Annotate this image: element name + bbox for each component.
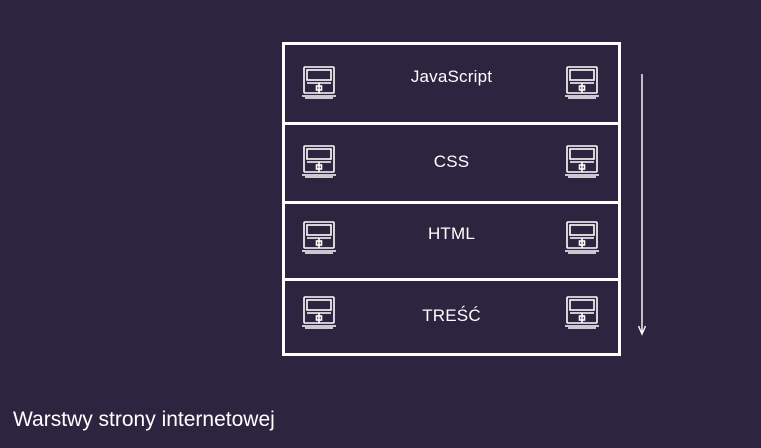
layer-css: CSS <box>285 122 618 201</box>
layer-label: JavaScript <box>410 67 493 86</box>
layer-javascript: JavaScript <box>285 45 618 122</box>
layer-content: TREŚĆ <box>285 278 618 353</box>
computer-icon <box>565 144 599 180</box>
computer-icon <box>302 144 336 180</box>
layer-label: CSS <box>433 152 470 171</box>
layer-label: TREŚĆ <box>422 306 481 325</box>
computer-icon <box>565 295 599 331</box>
computer-icon <box>302 295 336 331</box>
computer-icon <box>565 220 599 256</box>
layer-html: HTML <box>285 201 618 278</box>
down-arrow-icon <box>636 74 648 338</box>
computer-icon <box>302 220 336 256</box>
layer-label: HTML <box>427 224 476 243</box>
slide-caption: Warstwy strony internetowej <box>13 408 275 431</box>
computer-icon <box>302 65 336 101</box>
computer-icon <box>565 65 599 101</box>
layers-stack: JavaScript CSS HTML TREŚĆ <box>282 42 621 356</box>
